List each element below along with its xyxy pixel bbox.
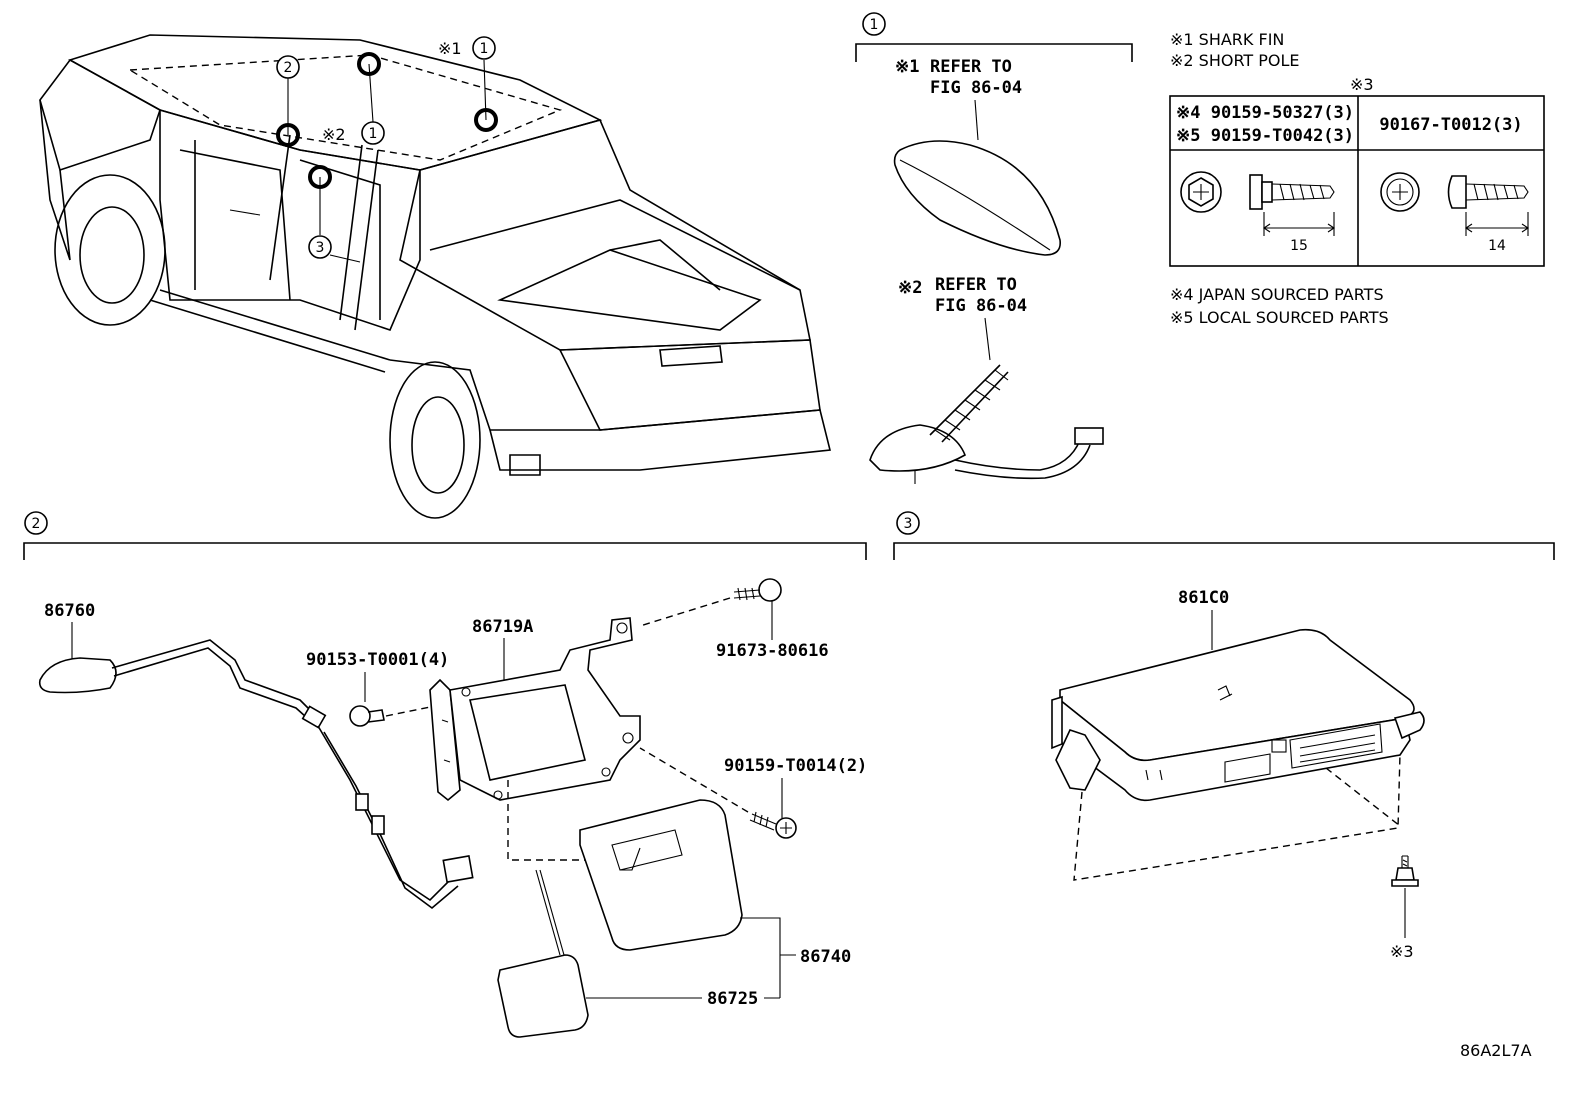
label-86719A: 86719A [472,617,533,637]
section-1-callout: 1 [870,17,879,33]
label-861C0: 861C0 [1178,588,1229,608]
section-2: 2 86760 90153-T0001(4) 86719A [23,511,867,1038]
label-91673-80616: 91673-80616 [716,641,829,661]
module-86740 [579,799,743,951]
section-3: 3 861C0 ※3 [893,511,1555,961]
vehicle-mark-shark-fin: ※1 [438,39,462,58]
legend: ※1 SHARK FIN ※2 SHORT POLE ※3 ※4 90159-5… [1169,30,1545,327]
vehicle-circle-1b: 1 [369,126,378,142]
vehicle-circle-1a: 1 [480,41,489,57]
hex-flange-bolt-icon: 15 [1180,171,1335,254]
legend-cell-japan-bolt: ※4 90159-50327(3) [1176,103,1354,123]
pickup-truck-illustration [39,34,831,519]
antenna-with-cable-86760 [38,639,474,910]
label-90153-T0001: 90153-T0001(4) [306,650,449,670]
bolt-91673 [733,578,782,602]
legend-table-mark: ※3 [1350,75,1374,94]
ref2-line2: FIG 86-04 [935,296,1027,316]
shark-fin-antenna [893,140,1062,256]
ref2-line1: REFER TO [935,275,1017,295]
ref1-line2: FIG 86-04 [930,78,1022,98]
diagram-code: 86A2L7A [1460,1041,1532,1060]
screw-90159 [749,811,797,839]
legend-cell-bolt-b: 90167-T0012(3) [1379,115,1522,135]
ref1-mark: ※1 [895,57,919,77]
antenna-location-markers: 1 ※1 1 ※2 2 3 [276,36,498,259]
section-3-callout: 3 [904,516,913,532]
label-90159-T0014: 90159-T0014(2) [724,756,867,776]
section-1: 1 ※1 REFER TO FIG 86-04 ※2 REFER TO FIG … [855,12,1133,484]
legend-shark-fin: ※1 SHARK FIN [1170,30,1284,49]
legend-local-sourced: ※5 LOCAL SOURCED PARTS [1170,308,1389,327]
vehicle-circle-2: 2 [284,60,293,76]
bolt-861C0 [1391,855,1419,887]
clip-90153 [349,705,385,727]
bolt-a-length: 15 [1290,238,1308,254]
ref2-mark: ※2 [898,278,922,298]
vehicle-circle-3: 3 [316,240,325,256]
label-86740: 86740 [800,947,851,967]
ref1-line1: REFER TO [930,57,1012,77]
short-pole-antenna [869,364,1104,484]
legend-japan-sourced: ※4 JAPAN SOURCED PARTS [1170,285,1384,304]
control-unit-861C0 [1051,628,1425,802]
legend-cell-local-bolt: ※5 90159-T0042(3) [1176,126,1354,146]
legend-short-pole: ※2 SHORT POLE [1170,51,1300,70]
section-2-callout: 2 [32,516,41,532]
pan-head-screw-icon: 14 [1380,172,1529,254]
label-86760: 86760 [44,601,95,621]
bolt-mark-3: ※3 [1390,942,1414,961]
bolt-b-length: 14 [1488,238,1506,254]
label-86725: 86725 [707,989,758,1009]
pad-86725 [497,869,589,1038]
vehicle-mark-short-pole: ※2 [322,125,346,144]
bracket-86719A [429,617,641,802]
